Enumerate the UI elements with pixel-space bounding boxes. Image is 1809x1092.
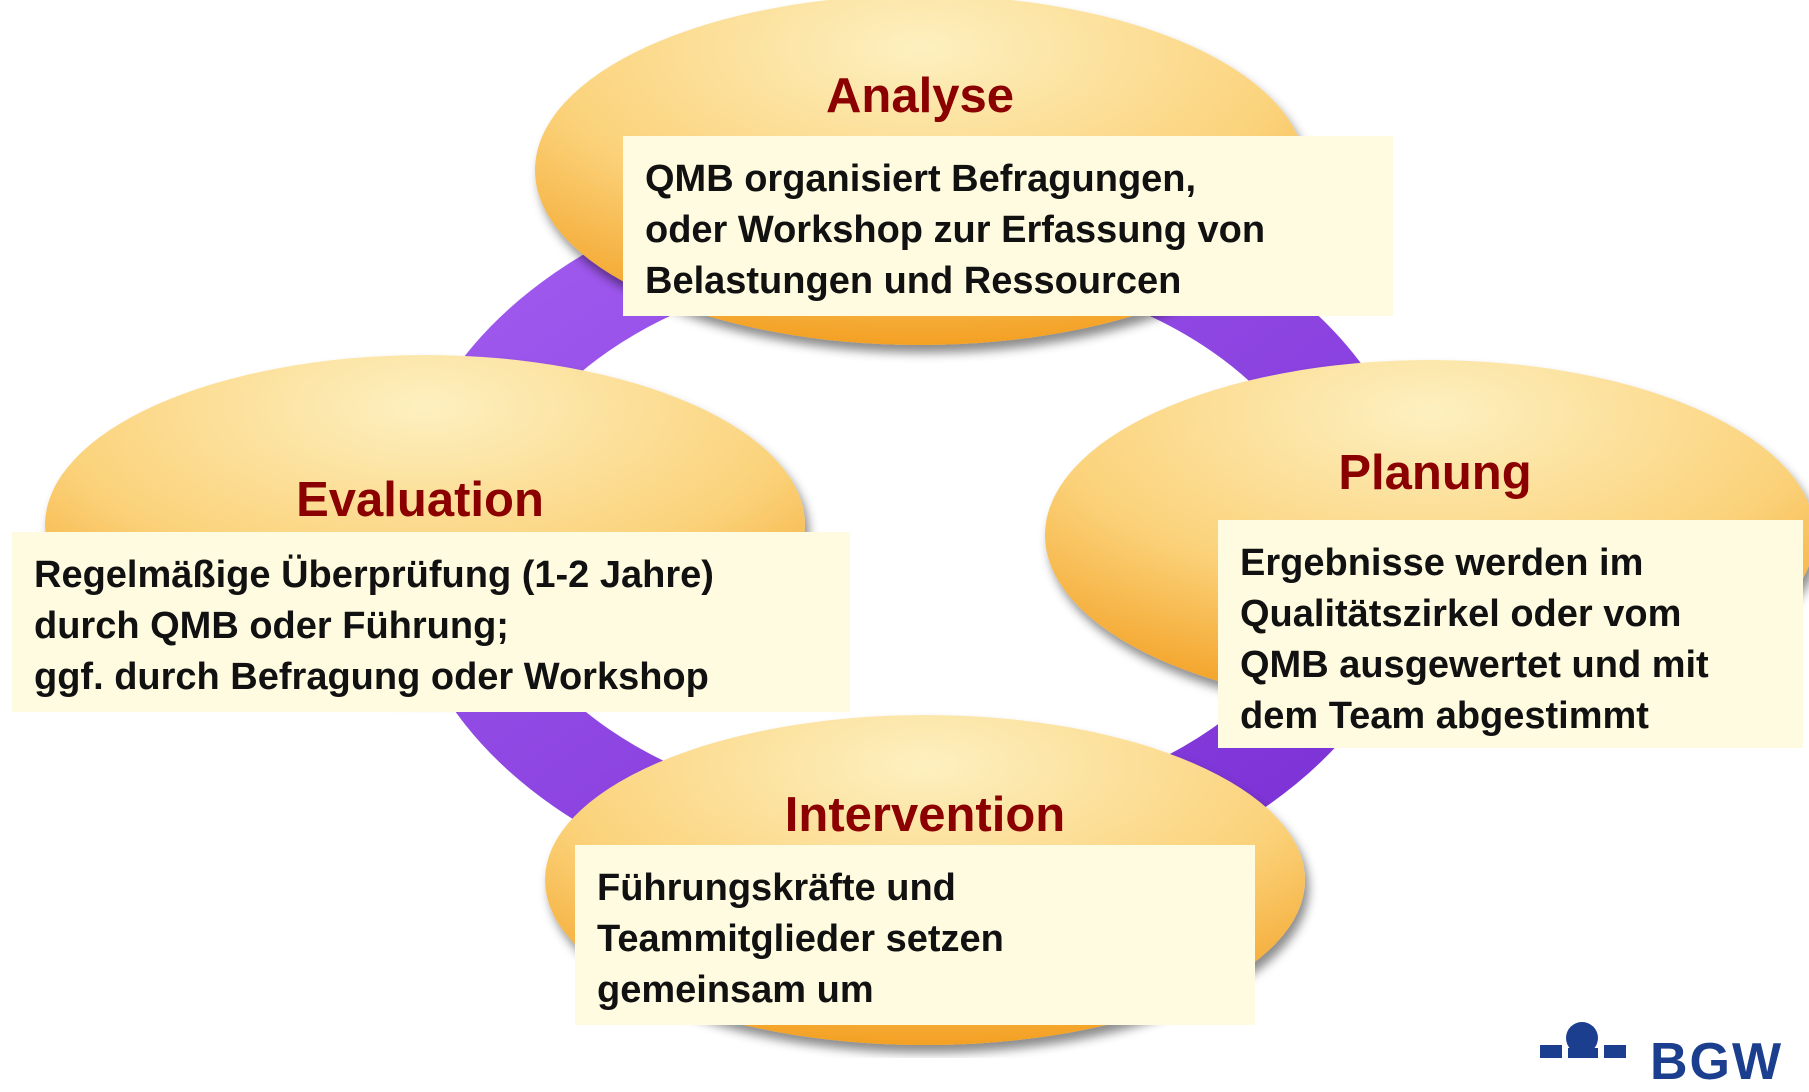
intervention-line: Teammitglieder setzen	[597, 918, 1004, 960]
analyse-description: QMB organisiert Befragungen, oder Worksh…	[623, 136, 1393, 316]
bgw-logo-icon	[1540, 1022, 1626, 1058]
intervention-line: Führungskräfte und	[597, 867, 956, 909]
planung-line: Qualitätszirkel oder vom	[1240, 593, 1682, 635]
evaluation-description: Regelmäßige Überprüfung (1-2 Jahre) durc…	[12, 532, 850, 712]
analyse-title: Analyse	[826, 69, 1014, 123]
analyse-line: Belastungen und Ressourcen	[645, 260, 1182, 302]
analyse-line: oder Workshop zur Erfassung von	[645, 209, 1266, 251]
evaluation-line: ggf. durch Befragung oder Workshop	[34, 656, 709, 698]
planung-description: Ergebnisse werden im Qualitätszirkel ode…	[1218, 520, 1803, 748]
planung-line: Ergebnisse werden im	[1240, 542, 1644, 584]
planung-line: QMB ausgewertet und mit	[1240, 644, 1709, 686]
intervention-line: gemeinsam um	[597, 969, 874, 1011]
analyse-line: QMB organisiert Befragungen,	[645, 158, 1197, 200]
planung-title: Planung	[1338, 446, 1532, 500]
planung-line: dem Team abgestimmt	[1240, 695, 1649, 737]
evaluation-line: durch QMB oder Führung;	[34, 605, 509, 647]
evaluation-title: Evaluation	[296, 473, 544, 527]
evaluation-line: Regelmäßige Überprüfung (1-2 Jahre)	[34, 554, 714, 596]
bgw-logo-text: BGW	[1650, 1033, 1784, 1091]
intervention-description: Führungskräfte und Teammitglieder setzen…	[575, 845, 1255, 1025]
intervention-title: Intervention	[784, 788, 1066, 842]
